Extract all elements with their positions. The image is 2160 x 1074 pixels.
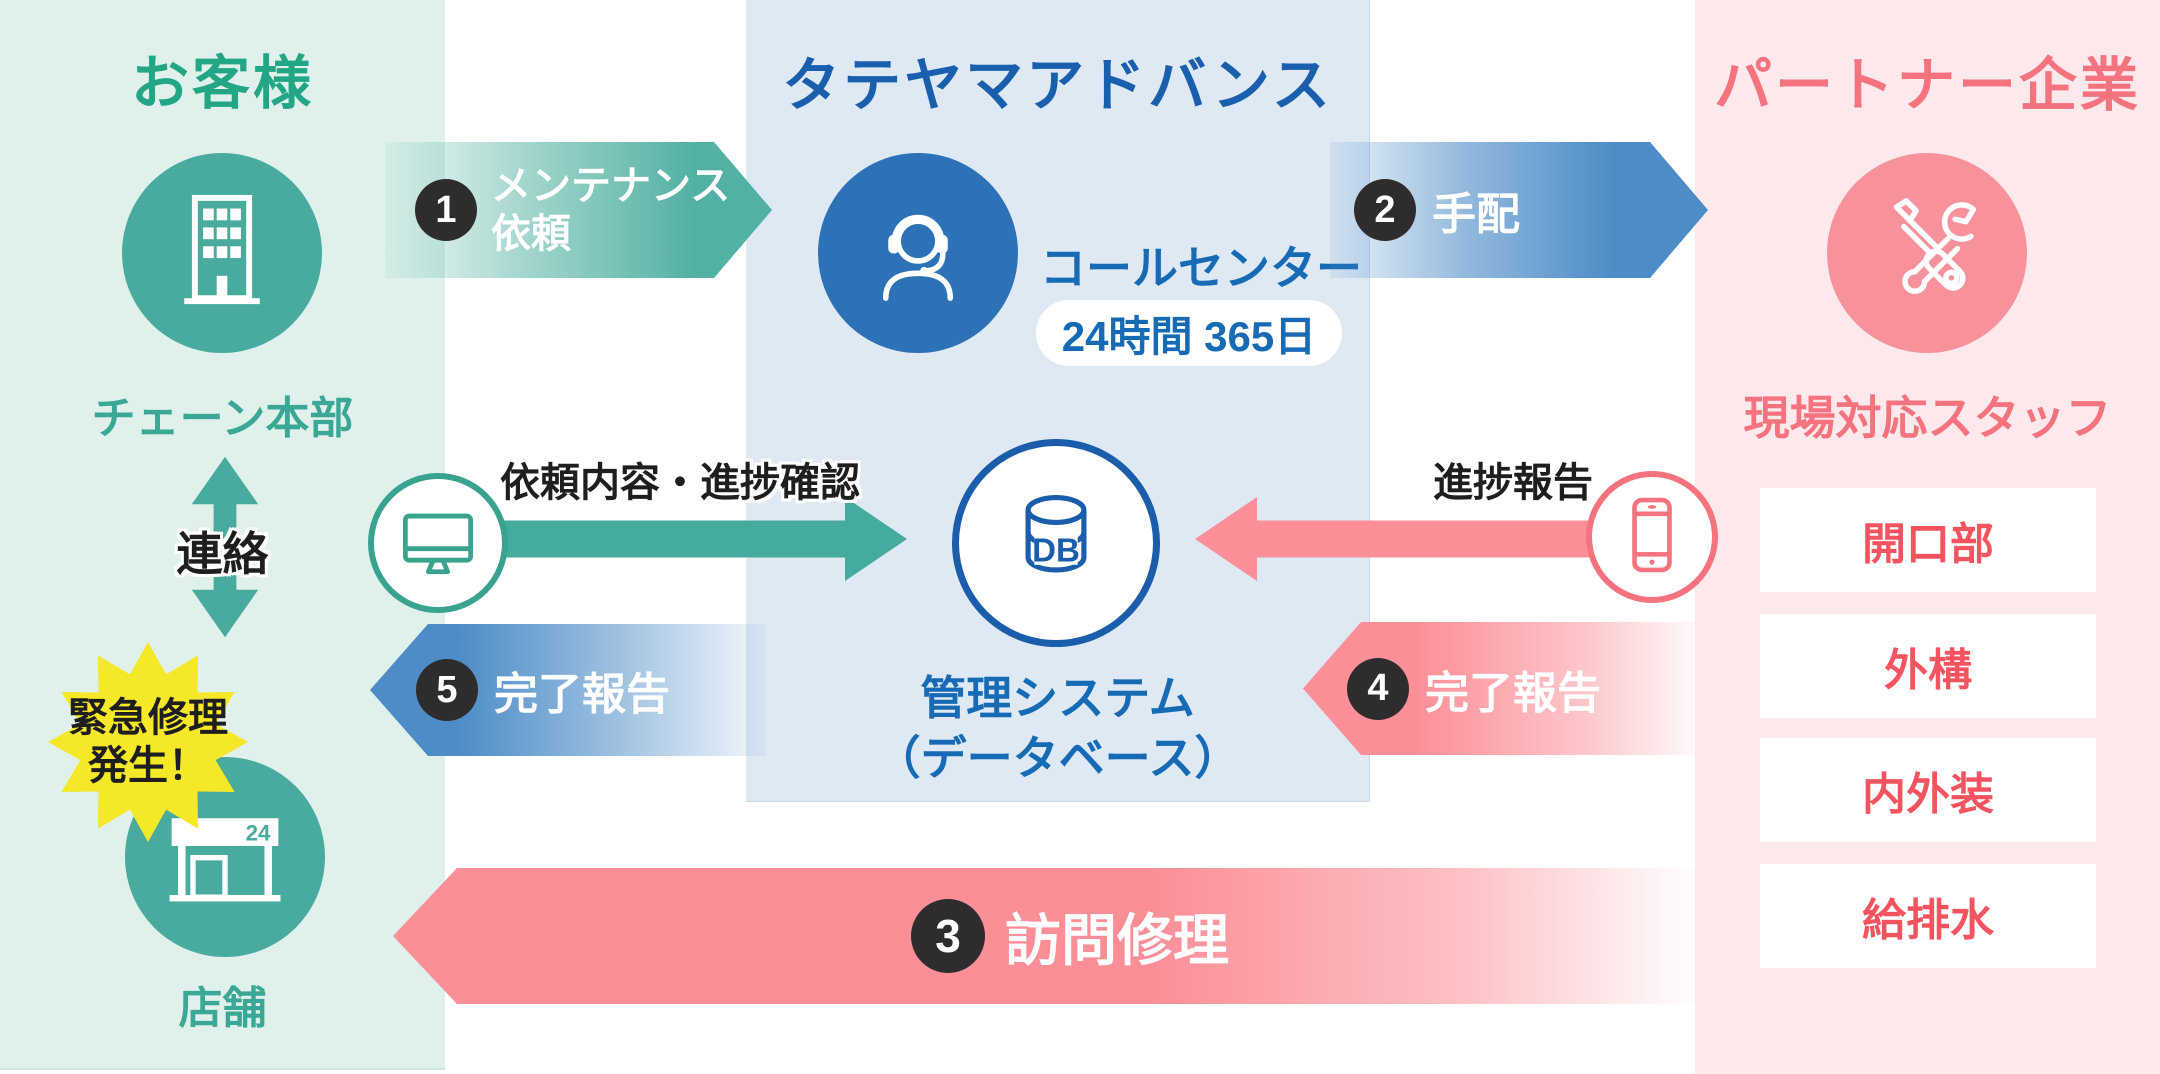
company-panel (746, 0, 1370, 802)
monitor-icon (390, 493, 486, 594)
flow5-label: 完了報告 (494, 670, 670, 719)
company-title: タテヤマアドバンス (782, 53, 1333, 118)
flow2-dispatch-arrow: 2 手配 (1330, 142, 1708, 278)
flow5-completion-report-arrow: 5 完了報告 (370, 624, 766, 756)
step3-number-badge: 3 (911, 899, 985, 973)
flow4-label: 完了報告 (1425, 668, 1601, 718)
store-label: 店舗 (178, 984, 267, 1033)
step4-number-badge: 4 (1347, 657, 1409, 720)
headset-operator-icon (856, 189, 980, 318)
tools-icon (1866, 190, 1988, 317)
contact-label: 連絡 (176, 528, 269, 580)
contact-double-arrow-icon (187, 452, 263, 647)
category-box-exterior: 外構 (1760, 614, 2096, 718)
database-icon: DB (994, 479, 1118, 608)
flow4-completion-report-arrow: 4 完了報告 (1303, 622, 1695, 755)
hq-icon-circle (122, 153, 322, 353)
category-box-interior: 内外装 (1760, 738, 2096, 842)
category-box-plumbing: 給排水 (1760, 864, 2096, 968)
customer-title: お客様 (130, 51, 314, 116)
flow1-label: メンテナンス 依頼 (491, 164, 731, 256)
building-icon (163, 192, 281, 315)
step2-number-badge: 2 (1354, 179, 1416, 241)
system-label-line2: （データベース） (874, 732, 1241, 784)
flow3-visit-repair-arrow: 3 訪問修理 (393, 868, 1695, 1004)
request-check-label: 依頼内容・進捗確認 (500, 461, 860, 505)
phone-icon-circle (1586, 471, 1718, 603)
progress-report-label: 進捗報告 (1433, 461, 1593, 505)
staff-label: 現場対応スタッフ (1743, 392, 2112, 444)
emergency-burst: 緊急修理 発生！ (42, 642, 254, 842)
emergency-label: 緊急修理 発生！ (68, 696, 228, 788)
callcenter-icon-circle (818, 153, 1018, 353)
db-icon-circle: DB (952, 439, 1160, 647)
smartphone-icon (1606, 489, 1698, 586)
monitor-icon-circle (368, 473, 508, 613)
db-text: DB (1032, 532, 1080, 569)
flow1-maintenance-request-arrow: 1 メンテナンス 依頼 (385, 142, 772, 278)
system-label-line1: 管理システム (920, 672, 1195, 724)
store-sign-24: 24 (246, 821, 271, 846)
flow2-label: 手配 (1432, 190, 1520, 239)
partner-title: パートナー企業 (1713, 53, 2141, 118)
store-icon: 24 (161, 801, 289, 913)
callcenter-label: コールセンター (1040, 242, 1362, 294)
flow3-label: 訪問修理 (1005, 908, 1229, 972)
step5-number-badge: 5 (416, 659, 478, 721)
category-box-opening: 開口部 (1760, 488, 2096, 592)
hq-label: チェーン本部 (91, 394, 354, 443)
hours-badge: 24時間 365日 (1036, 300, 1342, 366)
tools-icon-circle (1827, 153, 2027, 353)
step1-number-badge: 1 (415, 179, 477, 241)
